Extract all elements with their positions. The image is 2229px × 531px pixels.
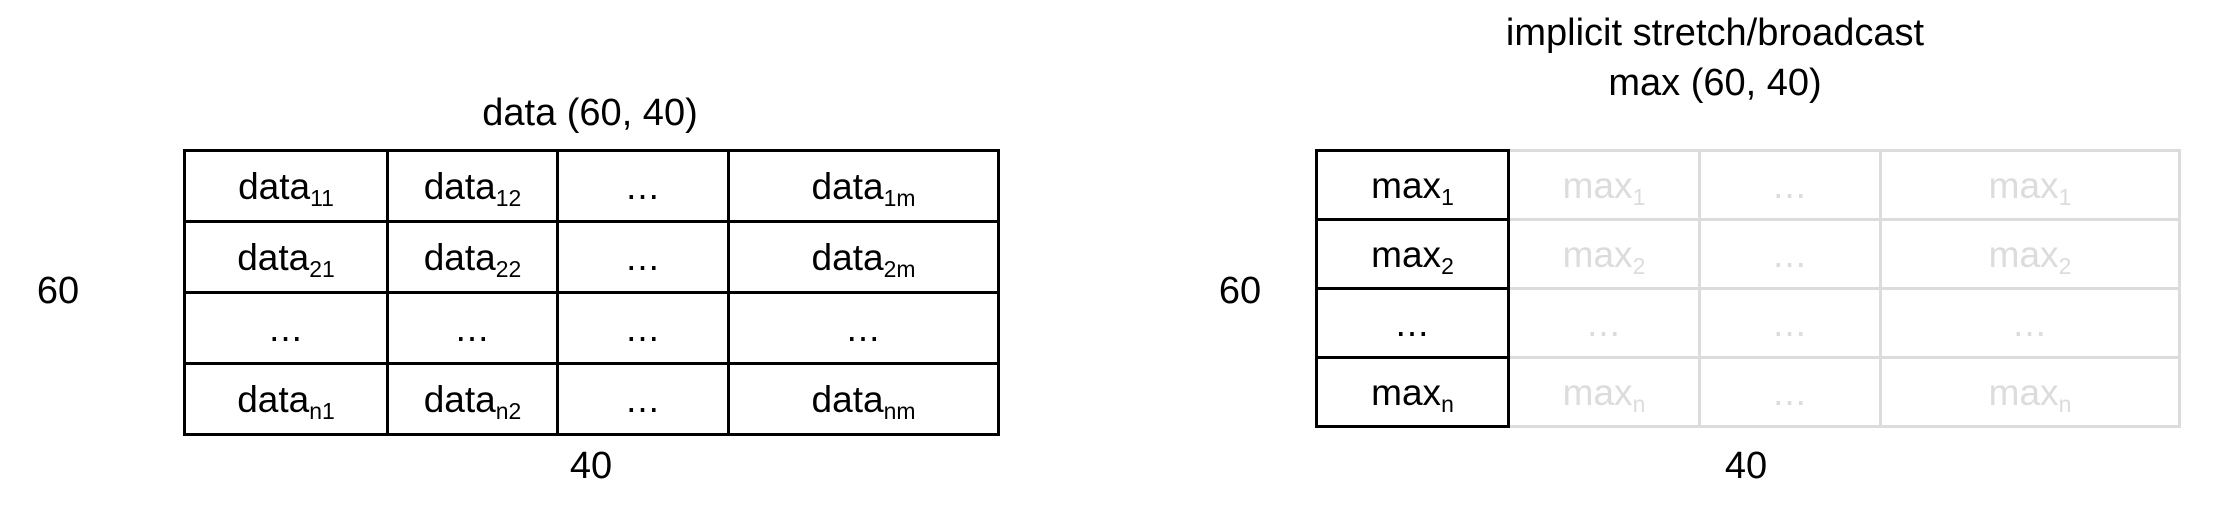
matrix-cell: ... bbox=[556, 220, 730, 294]
matrix-cell: max1 bbox=[1507, 149, 1701, 221]
matrix-cell: max1 bbox=[1315, 149, 1510, 221]
matrix-cell: data1m bbox=[727, 149, 1000, 223]
matrix-cell: maxn bbox=[1507, 356, 1701, 428]
matrix-cell: max2 bbox=[1879, 218, 2181, 290]
matrix-cell: ... bbox=[1698, 287, 1882, 359]
matrix-cell: ... bbox=[556, 149, 730, 223]
left-col-dimension-label: 40 bbox=[569, 445, 613, 487]
right-panel: implicit stretch/broadcast max (60, 40) … bbox=[1060, 0, 2229, 531]
right-col-dimension-label: 40 bbox=[1724, 445, 1768, 487]
matrix-cell: max2 bbox=[1507, 218, 1701, 290]
right-panel-caption: implicit stretch/broadcast bbox=[1505, 12, 1925, 54]
right-row-dimension-label: 60 bbox=[1218, 270, 1262, 312]
matrix-cell: max1 bbox=[1879, 149, 2181, 221]
matrix-cell: ... bbox=[1698, 356, 1882, 428]
matrix-cell: ... bbox=[727, 291, 1000, 365]
matrix-cell: data11 bbox=[183, 149, 389, 223]
left-row-dimension-label: 60 bbox=[36, 270, 80, 312]
matrix-cell: ... bbox=[1879, 287, 2181, 359]
matrix-cell: ... bbox=[556, 362, 730, 436]
left-panel-title: data (60, 40) bbox=[482, 92, 698, 134]
matrix-cell: datanm bbox=[727, 362, 1000, 436]
matrix-cell: datan2 bbox=[386, 362, 559, 436]
matrix-cell: ... bbox=[1698, 218, 1882, 290]
matrix-cell: ... bbox=[1507, 287, 1701, 359]
matrix-cell: data22 bbox=[386, 220, 559, 294]
matrix-cell: ... bbox=[1698, 149, 1882, 221]
matrix-cell: ... bbox=[556, 291, 730, 365]
matrix-cell: ... bbox=[386, 291, 559, 365]
matrix-cell: ... bbox=[1315, 287, 1510, 359]
right-panel-title: max (60, 40) bbox=[1608, 62, 1822, 104]
matrix-cell: maxn bbox=[1879, 356, 2181, 428]
matrix-cell: data21 bbox=[183, 220, 389, 294]
matrix-cell: data2m bbox=[727, 220, 1000, 294]
matrix-cell: datan1 bbox=[183, 362, 389, 436]
matrix-cell: data12 bbox=[386, 149, 559, 223]
matrix-row: ............ bbox=[183, 291, 1000, 365]
matrix-cell: maxn bbox=[1315, 356, 1510, 428]
matrix-row: ............ bbox=[1315, 287, 2181, 359]
matrix-cell: max2 bbox=[1315, 218, 1510, 290]
matrix-cell: ... bbox=[183, 291, 389, 365]
